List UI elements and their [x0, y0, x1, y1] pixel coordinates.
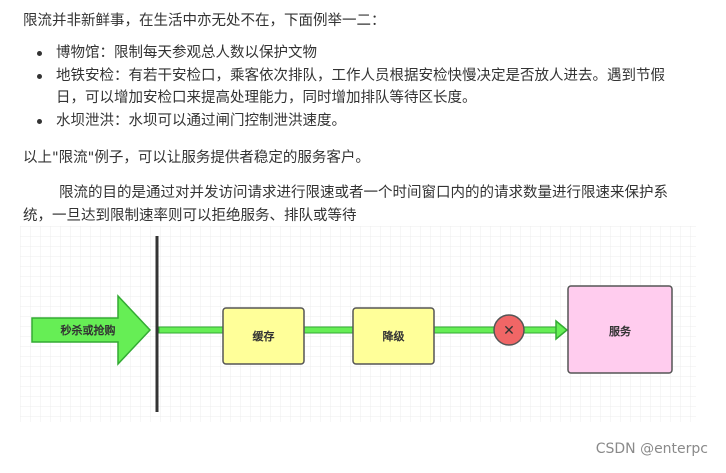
degrade-label: 降级: [383, 329, 406, 343]
list-item: 水坝泄洪：水坝可以通过闸门控制泄洪速度。: [0, 110, 686, 133]
bullet-icon: [37, 73, 42, 79]
list-item: 博物馆：限制每天参观总人数以保护文物: [0, 42, 686, 65]
request-label: 秒杀或抢购: [61, 323, 116, 337]
bullet-icon: [37, 51, 42, 56]
flow-line: [433, 326, 496, 334]
flow-line: [303, 326, 354, 334]
bullet-icon: [37, 118, 42, 124]
cache-box: [222, 307, 305, 365]
rate-limit-diagram: 秒杀或抢购 缓存 降级 ✕ 服务: [20, 226, 696, 422]
service-box: [567, 285, 673, 374]
watermark: CSDN @enterpc: [595, 441, 708, 457]
list-item: 地铁安检：有若干安检口，乘客依次排队，工作人员根据安检快慢决定是否放人进去。遇到…: [0, 65, 686, 110]
arrowhead-icon: [555, 319, 569, 341]
purpose-paragraph: 限流的目的是通过对并发访问请求进行限速或者一个时间窗口内的的请求数量进行限速来保…: [23, 185, 668, 224]
reject-icon: [493, 314, 525, 346]
diagram-canvas: 秒杀或抢购 缓存 降级 ✕ 服务: [20, 226, 696, 422]
reject-symbol: ✕: [503, 323, 515, 339]
flow-line: [523, 326, 559, 334]
service-label: 服务: [609, 324, 632, 338]
degrade-box: [352, 307, 435, 365]
example-list: 博物馆：限制每天参观总人数以保护文物 地铁安检：有若干安检口，乘客依次排队，工作…: [0, 42, 726, 132]
cache-label: 缓存: [253, 329, 275, 343]
summary-text: 以上"限流"例子，可以让服务提供者稳定的服务客户。: [23, 150, 370, 166]
request-arrow: [31, 294, 152, 366]
intro-text: 限流并非新鲜事，在生活中亦无处不在，下面例举一二：: [23, 13, 386, 29]
flow-line: [158, 326, 224, 334]
